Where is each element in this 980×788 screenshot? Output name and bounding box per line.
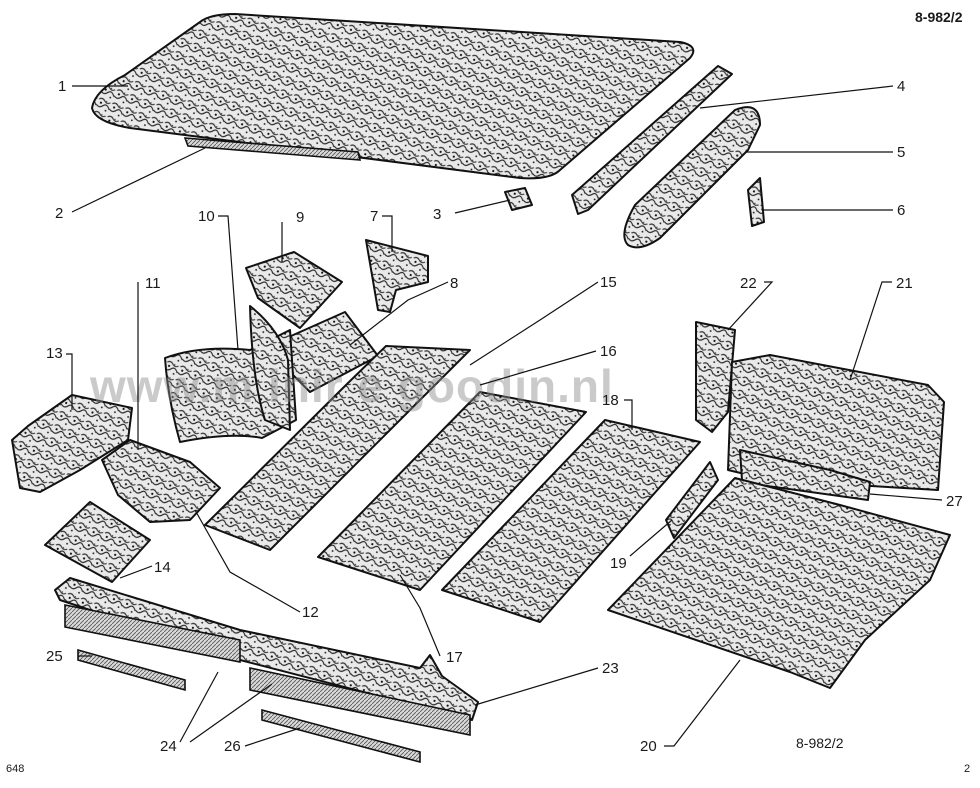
- callout-labels: 1 2 3 4 5 6 7 8 9 10 11 13 12 14 15 16 1…: [46, 78, 963, 755]
- part-15-floor-mat: [204, 345, 471, 551]
- callout-23: 23: [602, 660, 619, 677]
- part-25-bracket-bar: [77, 648, 186, 692]
- part-14-floor-piece: [44, 501, 151, 583]
- callout-16: 16: [600, 343, 617, 360]
- watermark: www.m inir e goodin.nl: [89, 360, 614, 412]
- part-26-bracket-bar: [261, 708, 421, 764]
- callout-11: 11: [145, 275, 161, 292]
- callout-19: 19: [610, 555, 627, 572]
- part-24-strip-left: [64, 604, 241, 663]
- part-20-luggage-floor: [607, 477, 951, 689]
- part-5-quarter-panel: [623, 106, 761, 249]
- part-6-trim-piece: [747, 177, 765, 227]
- callout-14: 14: [154, 559, 171, 576]
- callout-12: 12: [302, 604, 319, 621]
- callout-27: 27: [946, 493, 963, 510]
- callout-1: 1: [58, 78, 66, 95]
- callout-10: 10: [198, 208, 215, 225]
- callout-2: 2: [55, 205, 63, 222]
- callout-3: 3: [433, 206, 441, 223]
- part-2-rail: [183, 137, 362, 161]
- corner-number-right: 2: [964, 763, 970, 775]
- part-9-panel: [245, 251, 343, 329]
- callout-9: 9: [296, 209, 304, 226]
- sheet-code-bottom: 8-982/2: [796, 735, 844, 751]
- callout-26: 26: [224, 738, 241, 755]
- part-21-rear-panel: [727, 354, 945, 491]
- callout-17: 17: [446, 649, 463, 666]
- callout-5: 5: [897, 144, 905, 161]
- part-7-panel: [365, 239, 429, 313]
- part-17-floor-mat: [317, 391, 587, 591]
- callout-13: 13: [46, 345, 63, 362]
- part-18-floor-mat: [441, 419, 701, 623]
- part-1-headlining: [91, 13, 695, 180]
- callout-20: 20: [640, 738, 657, 755]
- part-3-clip: [504, 187, 533, 211]
- sheet-code-top: 8-982/2: [915, 9, 963, 25]
- callout-21: 21: [896, 275, 913, 292]
- part-11-tunnel-cover: [101, 439, 221, 523]
- part-24-strip-right: [249, 667, 471, 736]
- callout-22: 22: [740, 275, 757, 292]
- callout-25: 25: [46, 648, 63, 665]
- callout-18: 18: [602, 392, 619, 409]
- callout-7: 7: [370, 208, 378, 225]
- callout-15: 15: [600, 274, 617, 291]
- part-4-side-strip: [571, 65, 733, 215]
- callout-24: 24: [160, 738, 177, 755]
- leader-lines: [66, 85, 943, 747]
- callout-4: 4: [897, 78, 905, 95]
- part-10-wheel-arch-flap: [249, 305, 291, 431]
- part-13-bulkhead-panel: [11, 394, 133, 493]
- callout-6: 6: [897, 202, 905, 219]
- part-19-strip: [665, 461, 719, 539]
- callout-8: 8: [450, 275, 458, 292]
- corner-number-left: 648: [6, 763, 24, 775]
